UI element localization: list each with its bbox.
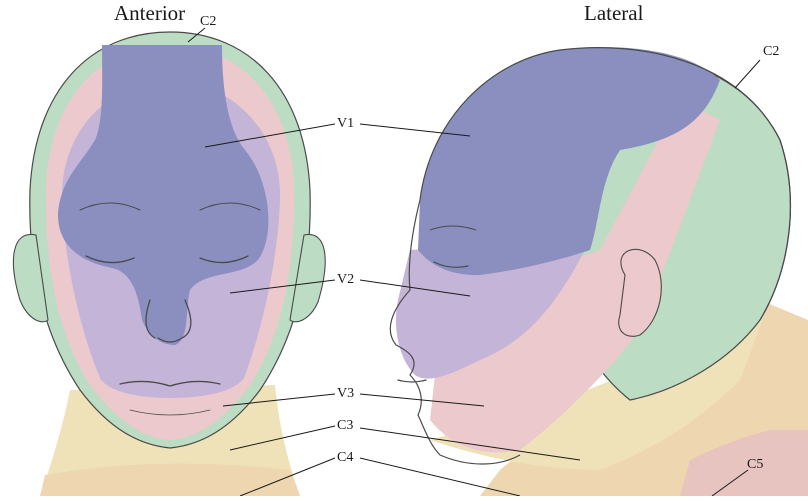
- lateral-ear: [618, 248, 662, 337]
- c4-leader-lateral: [359, 457, 521, 497]
- lateral-c5-region: [680, 430, 808, 496]
- lateral-v2-region: [395, 240, 590, 379]
- v3-leader-anterior: [222, 393, 336, 407]
- label-v3: V3: [337, 386, 355, 401]
- c2-anterior-leader: [187, 27, 206, 43]
- anterior-right-brow: [199, 202, 261, 211]
- lateral-brow: [429, 225, 477, 231]
- c2-lateral-leader: [734, 59, 761, 89]
- label-c4: C4: [337, 450, 354, 465]
- lateral-v1-region: [418, 47, 720, 276]
- label-c2-anterior: C2: [200, 14, 217, 29]
- lateral-eyelid: [433, 261, 469, 268]
- anterior-head: [12, 31, 326, 496]
- lateral-head-outline: [389, 47, 792, 465]
- anterior-title: Anterior: [114, 1, 186, 25]
- c3-leader-anterior: [229, 425, 336, 451]
- lateral-v3-region: [430, 100, 720, 453]
- anterior-right-ear: [289, 234, 326, 323]
- label-c3: C3: [337, 418, 354, 433]
- v3-leader-lateral: [359, 393, 485, 407]
- anterior-mouth: [119, 380, 221, 387]
- anterior-left-brow: [79, 202, 141, 211]
- label-c2-lateral: C2: [763, 44, 780, 59]
- lateral-mouth: [397, 379, 427, 383]
- label-c5: C5: [747, 457, 764, 472]
- v1-leader-anterior: [204, 123, 336, 148]
- label-v1: V1: [337, 116, 355, 131]
- c4-leader-anterior: [239, 457, 336, 497]
- lateral-head: [389, 47, 808, 496]
- v1-leader-lateral: [359, 123, 471, 137]
- anterior-left-ear: [12, 233, 49, 323]
- anterior-neck-c4: [40, 463, 300, 496]
- c5-leader: [711, 469, 749, 497]
- v2-leader-anterior: [229, 279, 336, 294]
- label-v2: V2: [337, 272, 355, 287]
- anterior-v1-region: [58, 45, 269, 345]
- v2-leader-lateral: [359, 279, 471, 297]
- anterior-chin-line: [129, 409, 211, 416]
- anterior-nose: [145, 299, 192, 343]
- anterior-left-eyelid: [85, 255, 135, 264]
- leader-lines: [187, 27, 761, 497]
- anterior-right-eyelid: [199, 255, 249, 264]
- lateral-title: Lateral: [584, 1, 644, 25]
- c3-leader-lateral: [359, 427, 581, 461]
